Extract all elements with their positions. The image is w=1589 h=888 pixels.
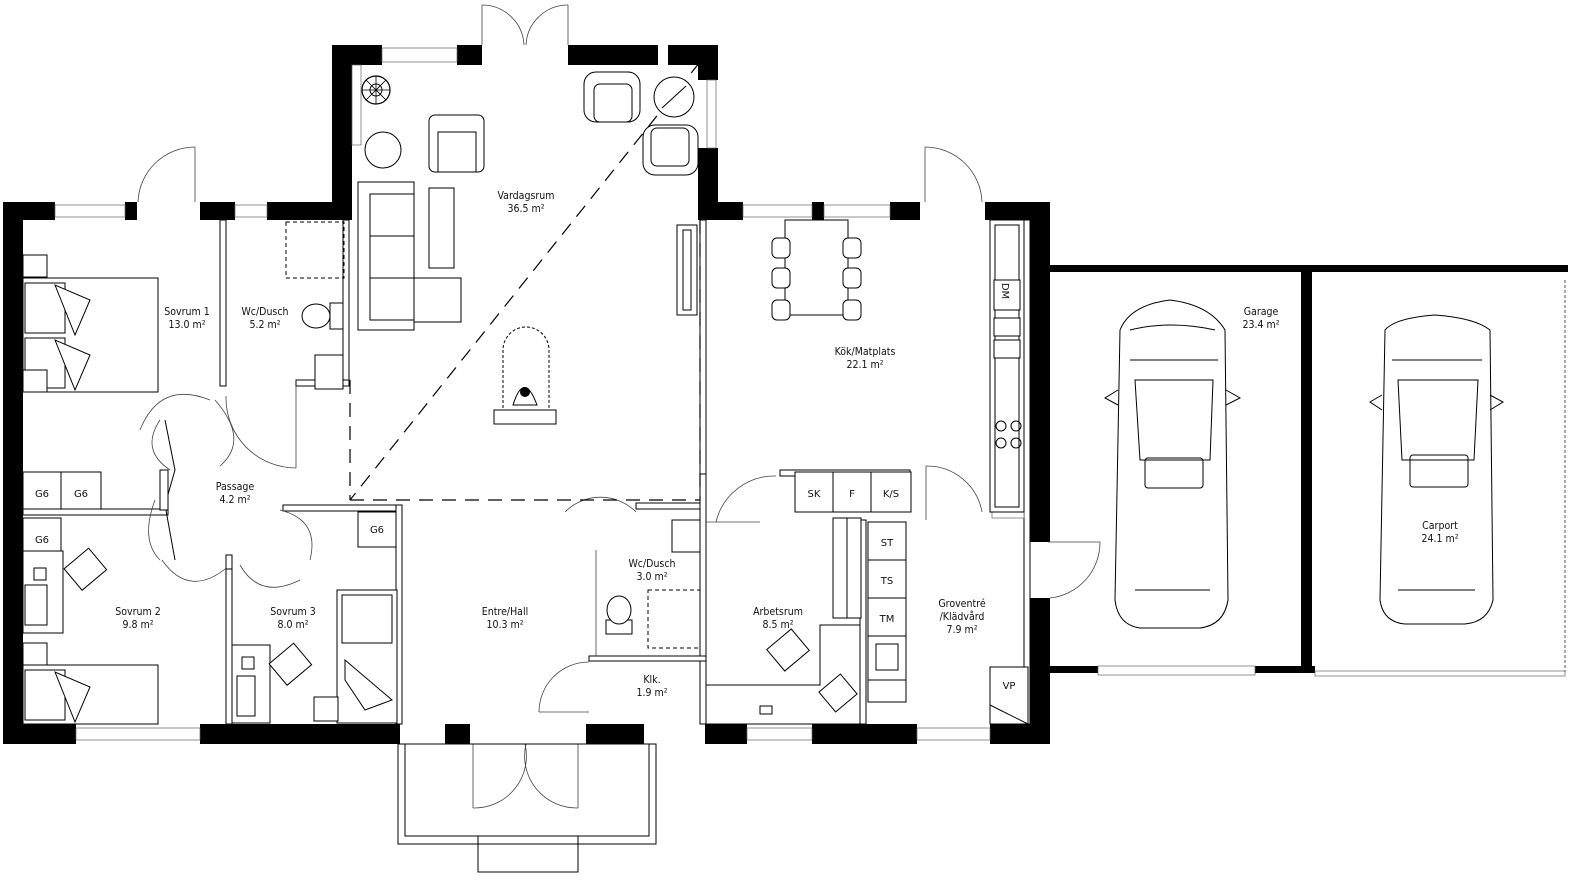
room-area: 7.9 m² (946, 624, 977, 636)
room-area: 9.8 m² (122, 619, 153, 631)
sink-icon (671, 519, 701, 553)
armchair-icon (583, 71, 641, 123)
room-area: 3.0 m² (636, 571, 667, 583)
armchair-icon (642, 124, 699, 176)
kitchen-counter: DM (989, 219, 1025, 513)
room-area: 8.0 m² (277, 619, 308, 631)
room-name: Carport (1422, 520, 1458, 532)
tumble-dryer-label: TS (880, 576, 893, 587)
room-label-sovrum-3: Sovrum 3 8.0 m² (270, 606, 315, 631)
room-label-passage: Passage 4.2 m² (216, 481, 255, 506)
room-label-klk: Klk. 1.9 m² (636, 674, 667, 699)
office-chair-icon (766, 628, 810, 672)
room-label-groventre: Groventré /Klädvård 7.9 m² (938, 598, 985, 636)
bed-icon (336, 589, 398, 724)
entry-porch (397, 743, 657, 873)
room-label-vardagsrum: Vardagsrum 36.5 m² (498, 190, 555, 215)
room-label-carport: Carport 24.1 m² (1421, 520, 1458, 545)
stove-icon (995, 420, 1022, 449)
room-name: Arbetsrum (753, 606, 803, 618)
room-area: 4.2 m² (219, 494, 250, 506)
room-name: Sovrum 3 (270, 606, 315, 618)
room-label-wc-dusch-2: Wc/Dusch 3.0 m² (628, 558, 675, 583)
exterior-walls (3, 45, 1568, 744)
cabinet-label: ST (881, 538, 894, 549)
side-table-icon (364, 131, 402, 169)
car-icon (1369, 314, 1505, 625)
room-name: Sovrum 1 (164, 306, 209, 318)
room-name: Kök/Matplats (835, 346, 896, 358)
office-chair-icon (818, 673, 858, 713)
room-name: Vardagsrum (498, 190, 555, 202)
wardrobe-label: G6 (35, 535, 49, 546)
desk-icon (705, 624, 861, 725)
car-icon (1103, 299, 1242, 629)
sofa-icon (357, 181, 462, 331)
shower-icon (647, 589, 701, 649)
toilet-icon (301, 302, 344, 330)
round-table-icon (653, 76, 695, 118)
room-name: Wc/Dusch (628, 558, 675, 570)
room-area: 1.9 m² (636, 687, 667, 699)
sink-icon (314, 354, 344, 390)
dining-table-icon (771, 219, 862, 321)
computer-icon (759, 705, 773, 715)
zone-lines (349, 61, 701, 501)
room-area: 13.0 m² (168, 319, 205, 331)
washing-machine-label: TM (879, 614, 895, 625)
room-name: Wc/Dusch (241, 306, 288, 318)
bed-icon (22, 664, 159, 725)
room-name: Entre/Hall (482, 606, 528, 618)
office-chair-icon (268, 642, 313, 686)
room-label-garage: Garage 23.4 m² (1242, 306, 1279, 331)
dishwasher-label: DM (999, 283, 1010, 299)
wardrobe-label: G6 (74, 489, 88, 500)
fridge-freezer-label: K/S (883, 489, 899, 500)
room-label-kok-matplats: Kök/Matplats 22.1 m² (835, 346, 896, 371)
plant-icon (361, 75, 391, 105)
room-label-sovrum-2: Sovrum 2 9.8 m² (115, 606, 160, 631)
nightstand-icon (22, 254, 48, 278)
room-label-entre-hall: Entre/Hall 10.3 m² (482, 606, 528, 631)
room-name: Passage (216, 481, 255, 493)
freezer-label: SK (808, 489, 821, 500)
room-area: 23.4 m² (1242, 319, 1279, 331)
room-name-line-2: /Klädvård (940, 610, 985, 623)
toilet-icon (605, 595, 633, 635)
fridge-label: F (849, 489, 855, 500)
room-area: 8.5 m² (762, 619, 793, 631)
desk-icon (22, 550, 64, 634)
coffee-table-icon (428, 187, 455, 269)
room-label-sovrum-1: Sovrum 1 13.0 m² (164, 306, 209, 331)
room-area: 10.3 m² (486, 619, 523, 631)
armchair-icon (428, 114, 485, 173)
room-area: 24.1 m² (1421, 533, 1458, 545)
fireplace-icon (493, 326, 557, 425)
room-label-wc-dusch-1: Wc/Dusch 5.2 m² (241, 306, 288, 331)
office-chair-icon (63, 547, 108, 591)
room-label-arbetsrum: Arbetsrum 8.5 m² (753, 606, 803, 631)
heat-pump-label: VP (1003, 681, 1016, 692)
room-area: 36.5 m² (507, 203, 544, 215)
doors (137, 4, 1101, 809)
room-area: 5.2 m² (249, 319, 280, 331)
wardrobe-label: G6 (35, 489, 49, 500)
room-area: 22.1 m² (846, 359, 883, 371)
windows (54, 47, 1566, 741)
room-name: Groventré (938, 598, 985, 610)
wardrobe-label: G6 (370, 525, 384, 536)
room-name: Sovrum 2 (115, 606, 160, 618)
furniture: DM SK F K/S ST TS TM VP (22, 71, 1029, 725)
room-name: Klk. (643, 674, 660, 686)
room-labels: Vardagsrum 36.5 m² Sovrum 1 13.0 m² Wc/D… (115, 190, 1458, 699)
shower-icon (285, 221, 345, 279)
desk-icon (231, 644, 271, 724)
room-name: Garage (1244, 306, 1279, 318)
